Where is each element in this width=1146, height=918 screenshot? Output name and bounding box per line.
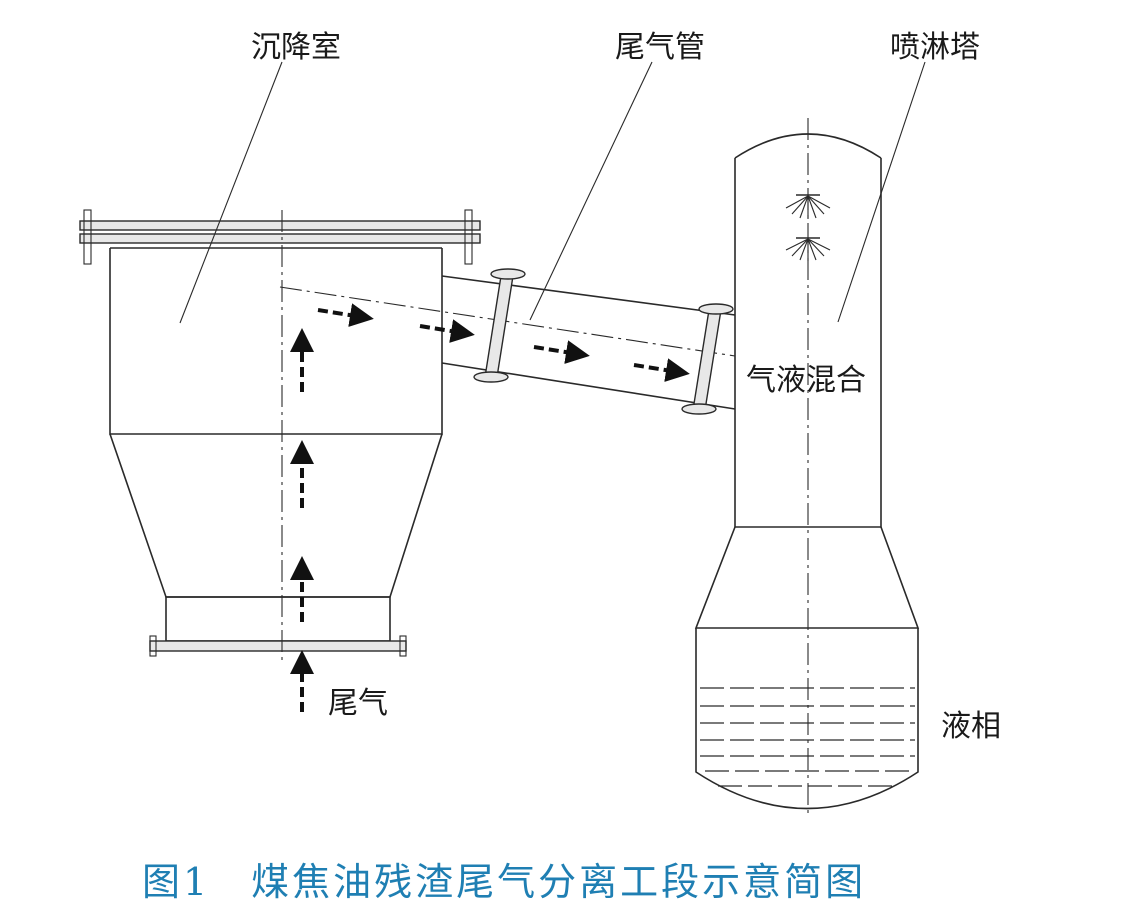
label-tail-gas: 尾气 <box>328 686 388 721</box>
liquid-phase-lines <box>700 687 915 787</box>
label-liquid-phase: 液相 <box>941 709 1001 744</box>
tower-column <box>734 158 882 528</box>
chamber-top-flange-lower <box>79 233 481 244</box>
label-gas-liquid-mix: 气液混合 <box>746 363 866 398</box>
label-settling-chamber: 沉降室 <box>251 30 341 65</box>
bolt-left <box>83 209 92 265</box>
pipe-upper-wall <box>441 275 736 316</box>
flow-arrow-right-3 <box>533 340 590 364</box>
spray-nozzle-2 <box>785 237 831 261</box>
spray-nozzle-1 <box>785 194 831 219</box>
flow-arrow-right-4 <box>633 358 690 382</box>
flow-arrow-right-2 <box>419 319 475 343</box>
label-tail-pipe: 尾气管 <box>615 30 705 65</box>
label-spray-tower: 喷淋塔 <box>890 30 980 65</box>
figure-caption: 图1 煤焦油残渣尾气分离工段示意简图 <box>142 860 866 904</box>
flow-arrows <box>290 303 690 712</box>
settling-chamber <box>79 209 481 665</box>
tail-pipe <box>279 268 736 415</box>
chamber-bottom-flange <box>149 640 407 652</box>
leader-spray-tower <box>837 61 926 323</box>
bolt-right <box>464 209 473 265</box>
chamber-top-flange <box>79 220 481 231</box>
leader-tail-pipe <box>529 61 653 321</box>
chamber-bottom-neck <box>165 596 391 642</box>
pipe-centerline <box>279 286 736 357</box>
pipe-flange-1 <box>473 268 526 383</box>
chamber-cone <box>109 433 443 598</box>
leader-lines <box>179 61 926 324</box>
pipe-flange-2 <box>681 303 734 415</box>
flow-arrow-right-1 <box>317 303 374 327</box>
leader-settling-chamber <box>179 61 283 324</box>
chamber-body <box>109 248 443 435</box>
tower-cone <box>694 526 920 629</box>
spray-tower <box>694 118 920 815</box>
tower-bottom-vessel <box>695 628 919 810</box>
